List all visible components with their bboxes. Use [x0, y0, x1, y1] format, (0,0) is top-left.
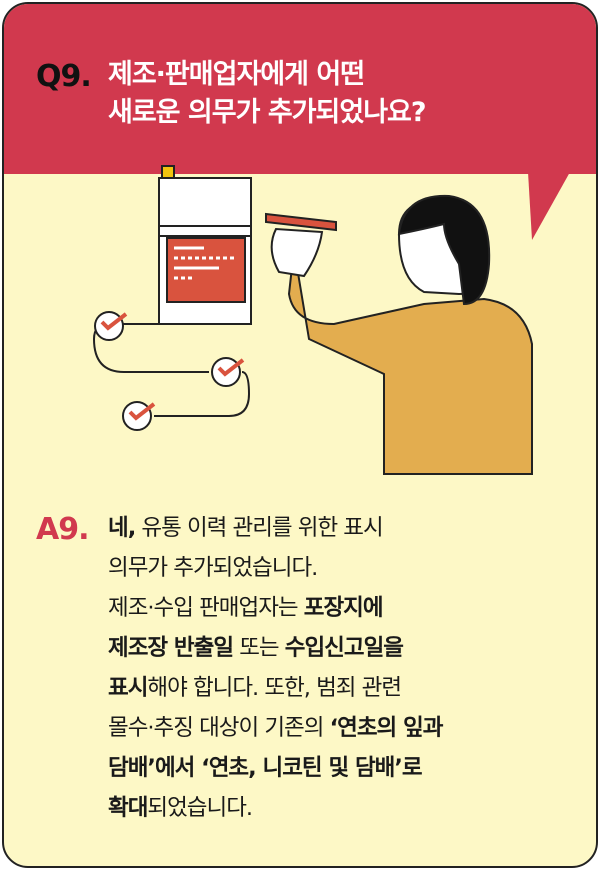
answer-segment: 몰수·추징 대상이 기존의: [108, 715, 330, 741]
answer-line: 담배’에서 ‘연초, 니코틴 및 담배’로: [108, 748, 443, 788]
answer-emphasis: 네,: [108, 515, 136, 541]
answer-segment: 유통 이력 관리를 위한 표시: [135, 515, 383, 541]
answer-emphasis: ‘연초의 잎과: [329, 715, 444, 741]
answer-label: A9.: [36, 512, 89, 547]
question-line: 제조·판매업자에게 어떤: [108, 59, 365, 90]
answer-line: 네, 유통 이력 관리를 위한 표시: [108, 508, 443, 548]
person-with-pen-icon: [265, 194, 533, 475]
answer-line: 제조·수입 판매업자는 포장지에: [108, 588, 443, 628]
checklist-path-icon: [92, 311, 251, 431]
answer-emphasis: 표시: [108, 675, 148, 701]
answer-emphasis: 담배’에서 ‘연초, 니코틴 및 담배’로: [108, 755, 423, 781]
answer-line: 표시해야 합니다. 또한, 범죄 관련: [108, 668, 443, 708]
answer-emphasis: 제조장 반출일: [108, 635, 234, 661]
answer-segment: 해야 합니다. 또한, 범죄 관련: [147, 675, 402, 701]
question-label: Q9.: [36, 59, 92, 94]
speech-bubble-tail-icon: [528, 172, 570, 240]
answer-segment: 또는: [233, 635, 285, 661]
answer-line: 확대되었습니다.: [108, 788, 443, 828]
question-text: 제조·판매업자에게 어떤 새로운 의무가 추가되었나요?: [108, 56, 427, 132]
answer-emphasis: 확대: [108, 795, 148, 821]
answer-line: 제조장 반출일 또는 수입신고일을: [108, 628, 443, 668]
answer-line: 몰수·추징 대상이 기존의 ‘연초의 잎과: [108, 708, 443, 748]
answer-emphasis: 수입신고일을: [284, 635, 404, 661]
question-line: 새로운 의무가 추가되었나요?: [108, 97, 427, 128]
answer-emphasis: 포장지에: [303, 595, 384, 621]
answer-segment: 의무가 추가되었습니다.: [108, 555, 318, 581]
cigarette-pack-icon: [158, 165, 252, 325]
answer-segment: 되었습니다.: [147, 795, 253, 821]
answer-line: 의무가 추가되었습니다.: [108, 548, 443, 588]
question-banner: [4, 4, 596, 174]
answer-segment: 제조·수입 판매업자는: [108, 595, 304, 621]
illustration: [92, 165, 533, 475]
